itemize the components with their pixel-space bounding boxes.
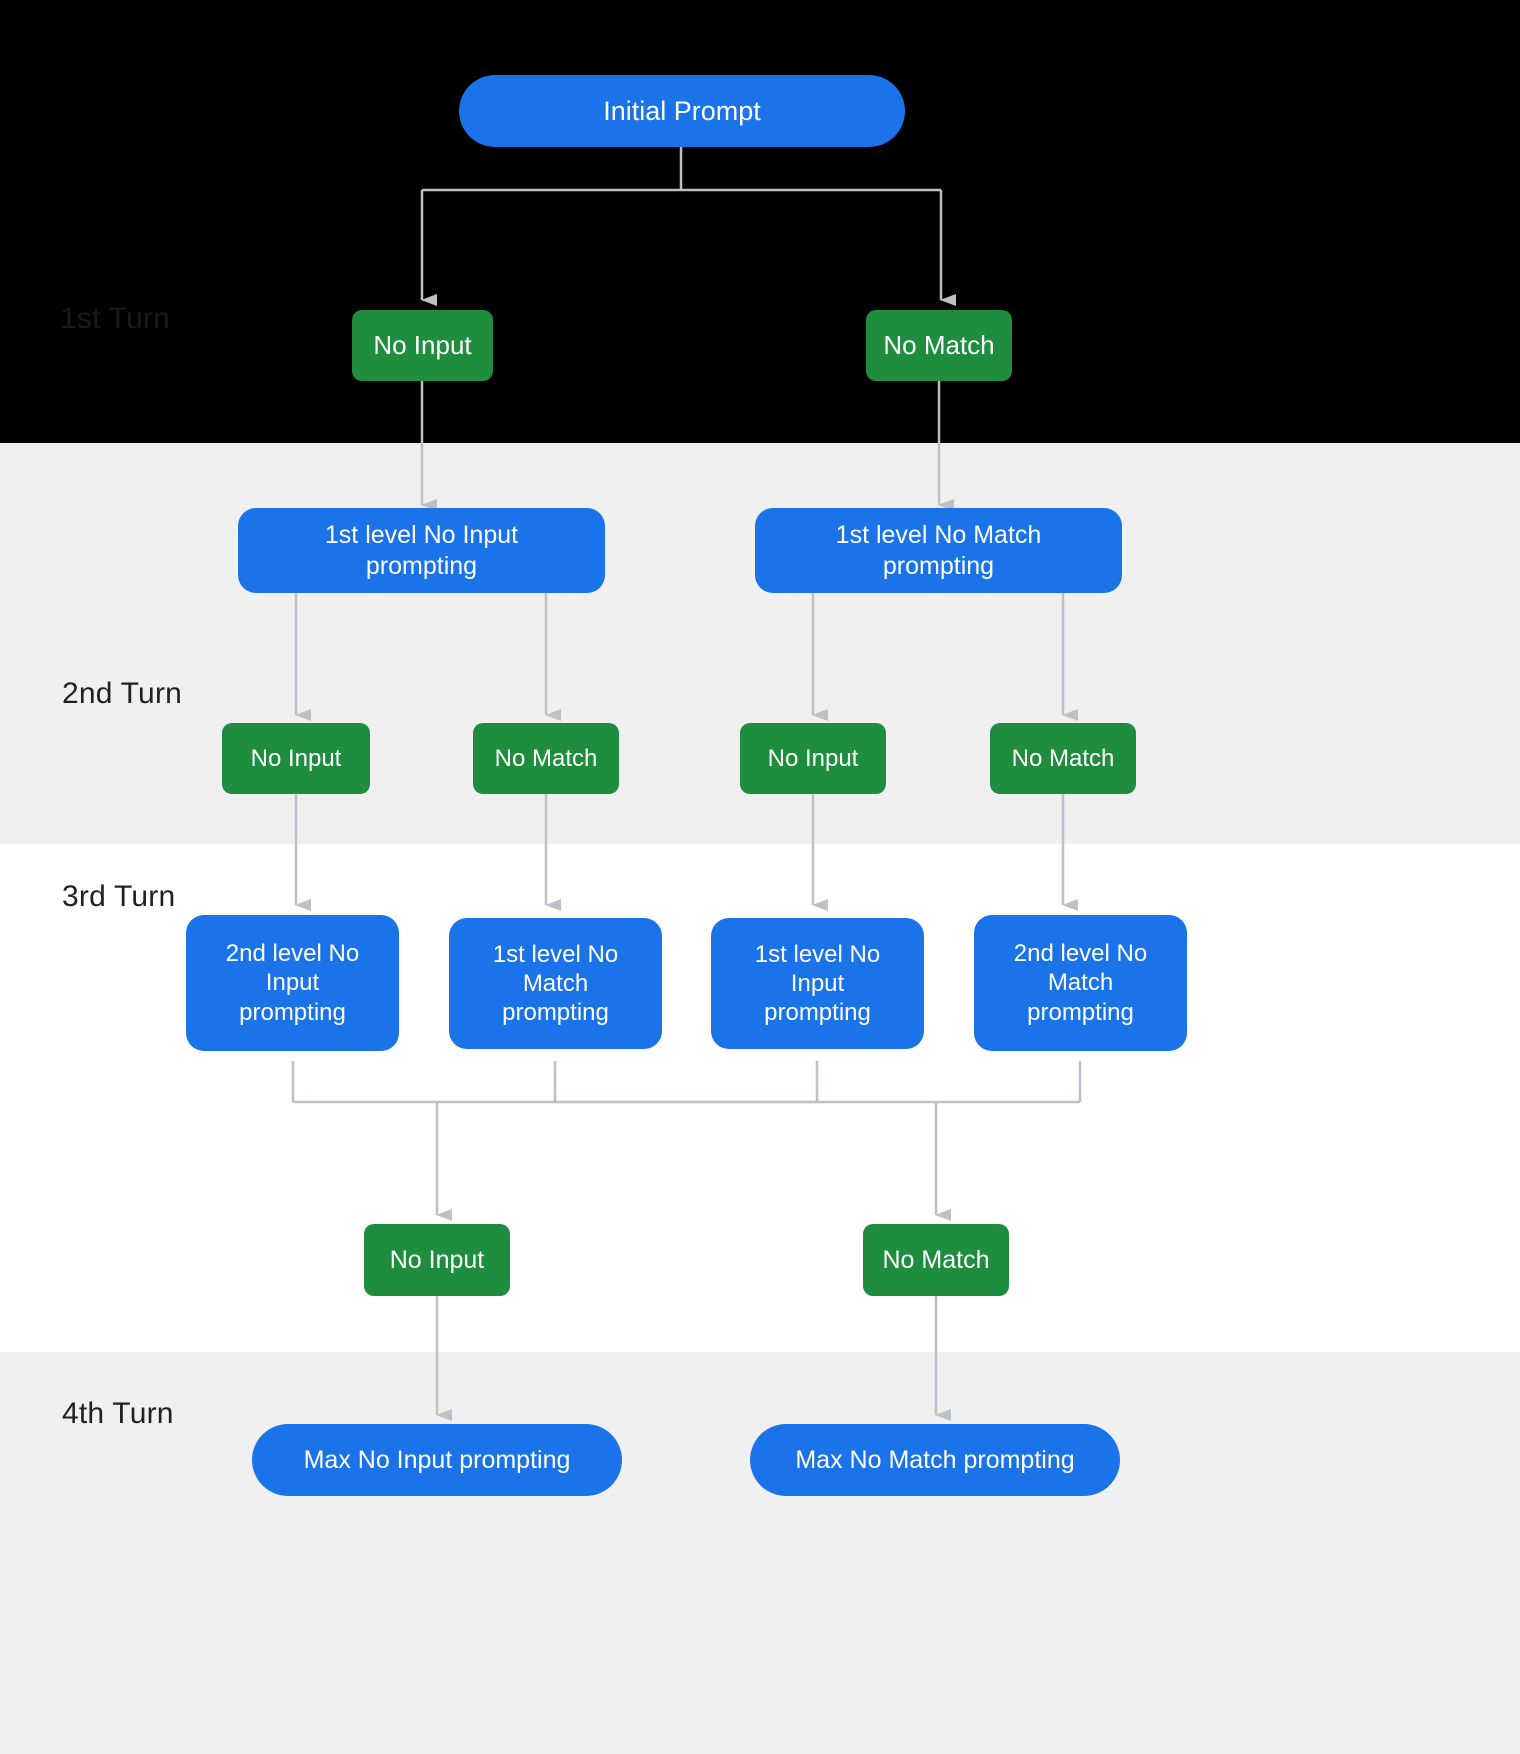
turn-label-1st: 1st Turn <box>60 302 170 335</box>
node-max-no-input-prompting[interactable]: Max No Input prompting <box>252 1424 622 1496</box>
node-3rd-turn-no-match[interactable]: No Match <box>863 1224 1009 1296</box>
node-2nd-turn-no-input-b[interactable]: No Input <box>740 723 886 794</box>
turn-label-2nd: 2nd Turn <box>62 677 183 710</box>
node-initial-prompt[interactable]: Initial Prompt <box>459 75 905 147</box>
node-1st-turn-no-input[interactable]: No Input <box>352 310 493 381</box>
node-1st-turn-no-match[interactable]: No Match <box>866 310 1012 381</box>
node-2nd-turn-no-match-b[interactable]: No Match <box>990 723 1136 794</box>
node-1st-level-no-match-prompting-t3[interactable]: 1st level No Match prompting <box>449 918 662 1049</box>
node-1st-level-no-input-prompting[interactable]: 1st level No Input prompting <box>238 508 605 593</box>
node-max-no-match-prompting[interactable]: Max No Match prompting <box>750 1424 1120 1496</box>
turn-label-3rd: 3rd Turn <box>62 880 176 913</box>
node-2nd-level-no-match-prompting[interactable]: 2nd level No Match prompting <box>974 915 1187 1051</box>
node-1st-level-no-input-prompting-t3[interactable]: 1st level No Input prompting <box>711 918 924 1049</box>
band-1st-turn <box>0 0 1520 443</box>
node-2nd-turn-no-input-a[interactable]: No Input <box>222 723 370 794</box>
node-3rd-turn-no-input[interactable]: No Input <box>364 1224 510 1296</box>
band-4th-turn <box>0 1352 1520 1754</box>
node-2nd-level-no-input-prompting[interactable]: 2nd level No Input prompting <box>186 915 399 1051</box>
node-2nd-turn-no-match-a[interactable]: No Match <box>473 723 619 794</box>
turn-label-4th: 4th Turn <box>62 1397 174 1430</box>
node-1st-level-no-match-prompting[interactable]: 1st level No Match prompting <box>755 508 1122 593</box>
